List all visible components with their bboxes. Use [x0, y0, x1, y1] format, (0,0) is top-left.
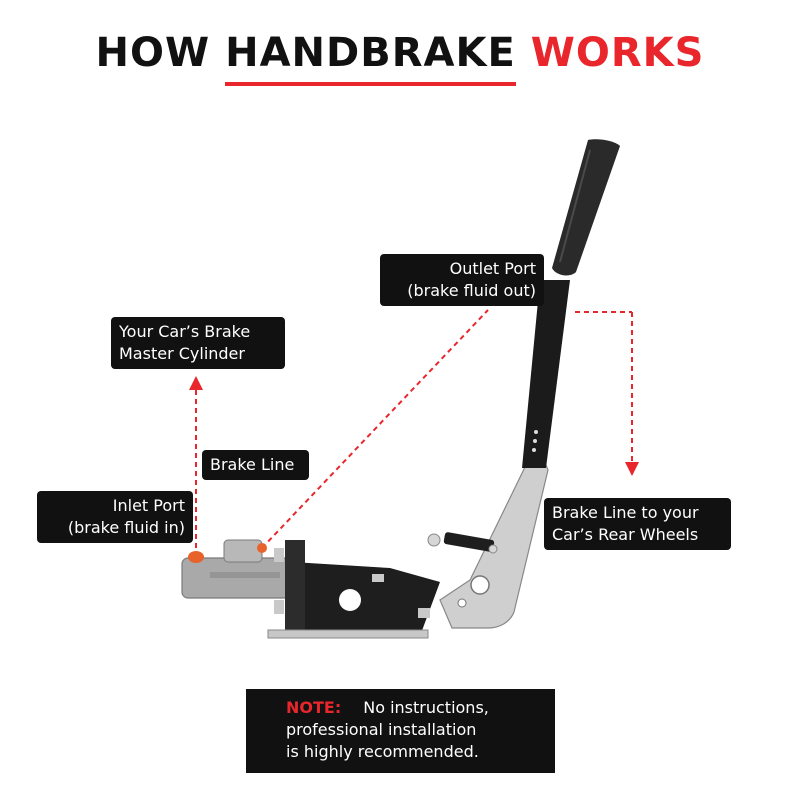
note-line1: No instructions, — [363, 698, 489, 717]
inlet-port-line1: Inlet Port — [112, 496, 185, 515]
lever-arm — [439, 139, 620, 629]
rear-wheels-line1: Brake Line to your — [552, 503, 699, 522]
bracket-hole — [339, 589, 361, 611]
page-title: HOW HANDBRAKE WORKS — [0, 30, 800, 86]
note-box: NOTE: No instructions, professional insta… — [246, 689, 555, 773]
mounting-bracket — [267, 540, 440, 639]
master-cylinder-label: Your Car’s Brake Master Cylinder — [111, 317, 285, 369]
lever-grip — [552, 139, 620, 276]
title-handbrake-text: HANDBRAKE — [225, 30, 516, 76]
outlet-port-label: Outlet Port (brake fluid out) — [380, 254, 544, 306]
title-how: HOW — [95, 30, 211, 76]
outlet-port-cap — [257, 543, 267, 553]
rear-wheels-label: Brake Line to your Car’s Rear Wheels — [544, 498, 731, 550]
outlet-port-line1: Outlet Port — [449, 259, 536, 278]
title-works: WORKS — [530, 30, 705, 76]
master-cylinder-line1: Your Car’s Brake — [119, 322, 251, 341]
inlet-port-label: Inlet Port (brake fluid in) — [37, 491, 193, 543]
master-cylinder-line2: Master Cylinder — [119, 344, 245, 363]
connector-lines — [195, 309, 633, 549]
brake-line-text: Brake Line — [210, 455, 295, 474]
inlet-port-cap — [188, 551, 204, 563]
arrow-down-rear — [625, 462, 639, 476]
arrow-up-master — [189, 376, 203, 390]
outlet-port-line2: (brake fluid out) — [407, 281, 536, 300]
brake-line-label: Brake Line — [202, 450, 309, 480]
connector-outlet-diagonal — [261, 309, 489, 549]
note-line2: professional installation — [286, 720, 477, 739]
lock-button — [427, 532, 498, 554]
master-cylinder-body — [181, 539, 293, 599]
lever-hole-small — [457, 598, 467, 608]
note-keyword: NOTE: — [286, 698, 342, 717]
rear-wheels-line2: Car’s Rear Wheels — [552, 525, 699, 544]
title-underline — [225, 82, 516, 86]
title-handbrake: HANDBRAKE — [225, 30, 516, 86]
note-line3: is highly recommended. — [286, 742, 479, 761]
lever-hole — [470, 575, 490, 595]
lever-shaft — [522, 280, 570, 468]
inlet-port-line2: (brake fluid in) — [67, 518, 185, 537]
